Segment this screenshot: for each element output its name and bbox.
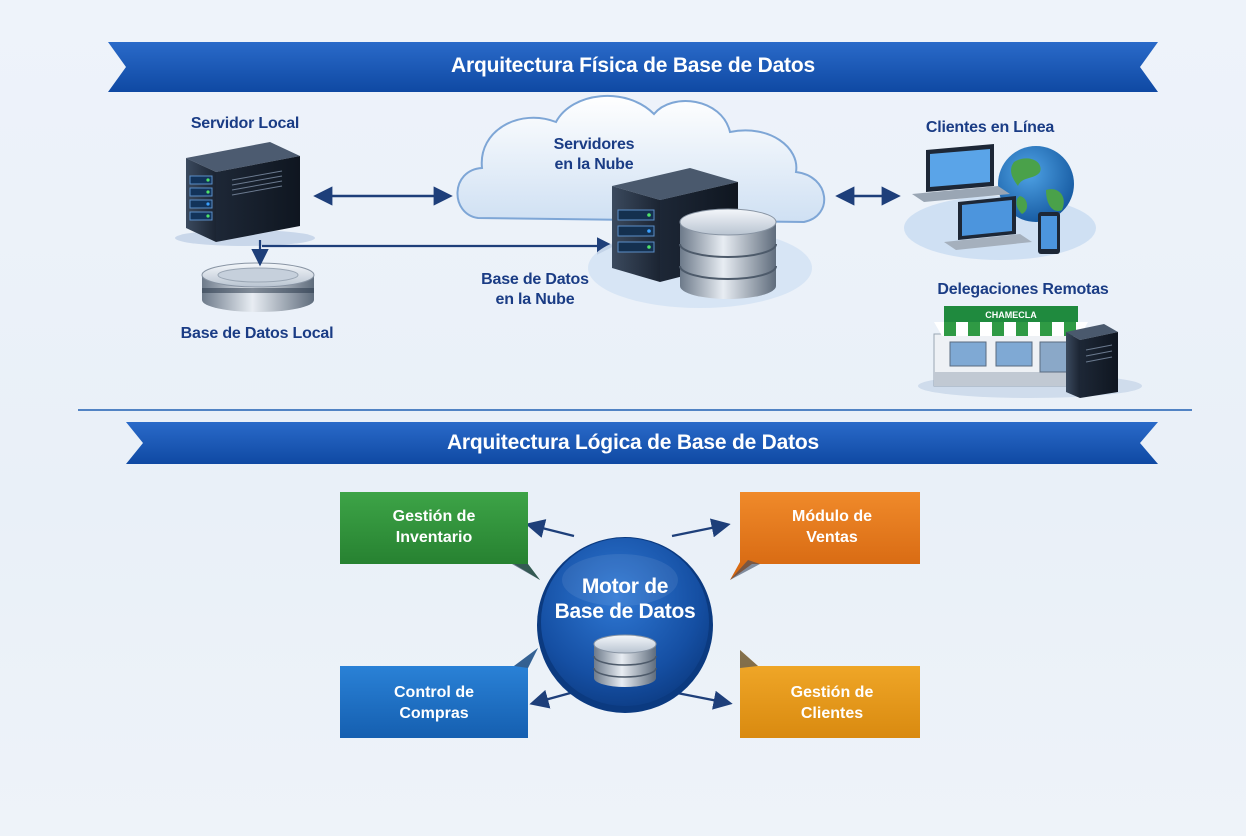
module-inventario-label: Gestión de Inventario [392,508,476,546]
module-compras-box [340,648,538,738]
inventario-motor-arrow [525,519,575,538]
logical-title-banner [126,422,1158,464]
module-compras-label: Control de Compras [394,684,474,722]
module-clientes-box [740,650,920,738]
module-ventas-box [730,492,920,580]
store-awning [934,322,1088,336]
servidor-local-label: Servidor Local [190,115,300,132]
local-database-icon [201,262,315,312]
base-datos-nube-label: Base de Datos en la Nube [481,271,589,308]
logical-title: Arquitectura Lógica de Base de Datos [446,431,820,454]
motor-label: Motor de Base de Datos [554,575,696,623]
physical-title: Arquitectura Física de Base de Datos [451,54,815,77]
delegaciones-label: Delegaciones Remotas [937,281,1109,298]
store-sign-text: CHAMECLA [985,310,1037,320]
clients-online-icon [904,144,1096,260]
module-ventas-label: Módulo de Ventas [792,508,872,546]
clientes-linea-label: Clientes en Línea [925,119,1055,136]
physical-title-banner [108,42,1158,92]
module-inventario-box [340,492,540,580]
base-datos-local-label: Base de Datos Local [180,325,334,342]
remote-store-icon: CHAMECLA [918,306,1142,398]
clientes-motor-arrow [671,690,733,710]
local-server-icon [175,142,315,246]
ventas-motor-arrow [671,518,731,538]
cloud-database-icon [679,208,777,299]
motor-circle [537,537,713,713]
motor-database-icon [593,634,657,687]
module-clientes-label: Gestión de Clientes [790,684,874,722]
compras-motor-arrow [529,689,575,709]
servidores-nube-label: Servidores en la Nube [553,136,635,173]
